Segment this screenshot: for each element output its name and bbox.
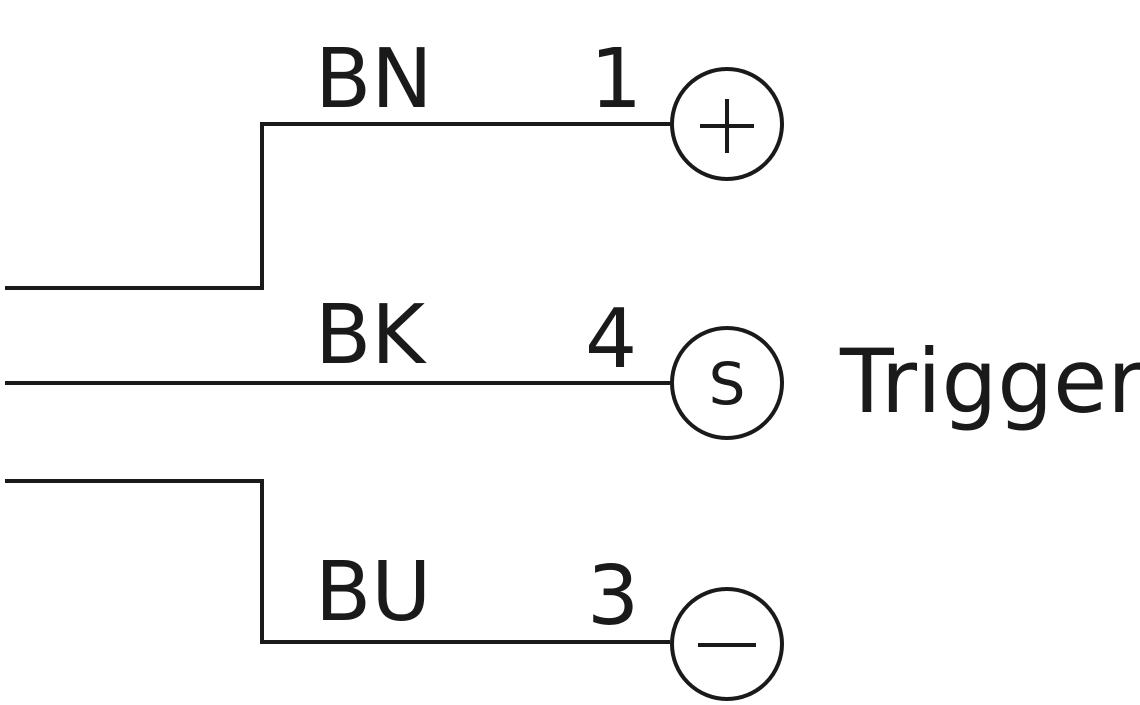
wire-bk-color-label: BK	[315, 288, 427, 383]
plus-icon	[670, 67, 784, 181]
wire-bn-line	[5, 122, 670, 290]
wire-bk: BK 4 S Trigger	[5, 288, 1140, 440]
signal-s-icon: S	[670, 326, 784, 440]
signal-s-letter: S	[709, 350, 746, 418]
wire-bn: BN 1	[5, 32, 784, 290]
trigger-label: Trigger	[839, 330, 1140, 433]
wire-bu-color-label: BU	[315, 545, 431, 640]
wire-bn-pin-number: 1	[590, 32, 642, 127]
wire-bu-line	[5, 479, 670, 644]
wire-bu: BU 3	[5, 479, 784, 701]
wire-bk-pin-number: 4	[585, 292, 637, 387]
wire-bn-color-label: BN	[315, 32, 433, 127]
wire-bu-pin-number: 3	[587, 549, 639, 644]
minus-icon	[670, 587, 784, 701]
